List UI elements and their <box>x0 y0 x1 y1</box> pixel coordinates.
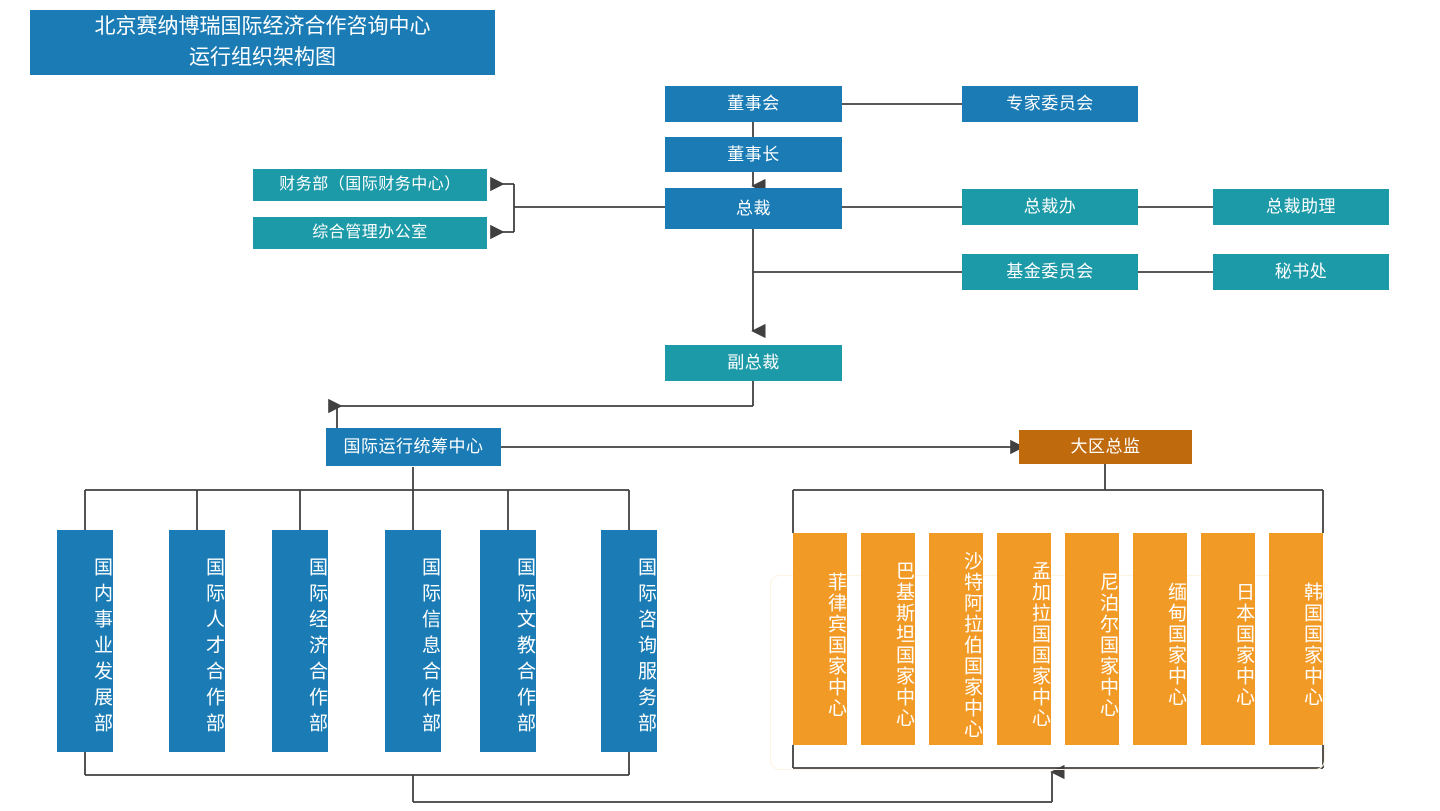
page-title-line-2: 运行组织架构图 <box>189 45 336 69</box>
node-intl-ops-center[interactable]: 国际运行统筹中心 <box>326 428 501 466</box>
node-department-0[interactable]: 国内事业发展部 <box>57 530 113 752</box>
node-admin-office[interactable]: 综合管理办公室 <box>253 217 487 249</box>
node-president[interactable]: 总裁 <box>665 188 842 229</box>
node-chairman[interactable]: 董事长 <box>665 137 842 172</box>
node-country-center-0[interactable]: 菲律宾国家中心 <box>793 533 847 745</box>
node-board[interactable]: 董事会 <box>665 86 842 122</box>
node-department-4[interactable]: 国际文教合作部 <box>480 530 536 752</box>
node-president-office[interactable]: 总裁办 <box>962 189 1138 225</box>
node-vice-president[interactable]: 副总裁 <box>665 345 842 381</box>
node-country-center-2[interactable]: 沙特阿拉伯国家中心 <box>929 533 983 745</box>
node-expert-committee[interactable]: 专家委员会 <box>962 86 1138 122</box>
node-country-center-7[interactable]: 韩国国家中心 <box>1269 533 1323 745</box>
node-country-center-5[interactable]: 缅甸国家中心 <box>1133 533 1187 745</box>
node-fund-committee[interactable]: 基金委员会 <box>962 254 1138 290</box>
page-title: 北京赛纳博瑞国际经济合作咨询中心 运行组织架构图 <box>30 10 495 75</box>
node-department-5[interactable]: 国际咨询服务部 <box>601 530 657 752</box>
node-department-3[interactable]: 国际信息合作部 <box>385 530 441 752</box>
page-title-line-1: 北京赛纳博瑞国际经济合作咨询中心 <box>94 15 431 39</box>
node-country-center-4[interactable]: 尼泊尔国家中心 <box>1065 533 1119 745</box>
node-finance-department[interactable]: 财务部（国际财务中心） <box>253 169 487 201</box>
node-region-director[interactable]: 大区总监 <box>1019 430 1192 464</box>
node-country-center-1[interactable]: 巴基斯坦国家中心 <box>861 533 915 745</box>
node-president-assistant[interactable]: 总裁助理 <box>1213 189 1389 225</box>
node-country-center-3[interactable]: 孟加拉国国家中心 <box>997 533 1051 745</box>
node-secretariat[interactable]: 秘书处 <box>1213 254 1389 290</box>
node-country-center-6[interactable]: 日本国家中心 <box>1201 533 1255 745</box>
node-department-1[interactable]: 国际人才合作部 <box>169 530 225 752</box>
node-department-2[interactable]: 国际经济合作部 <box>272 530 328 752</box>
